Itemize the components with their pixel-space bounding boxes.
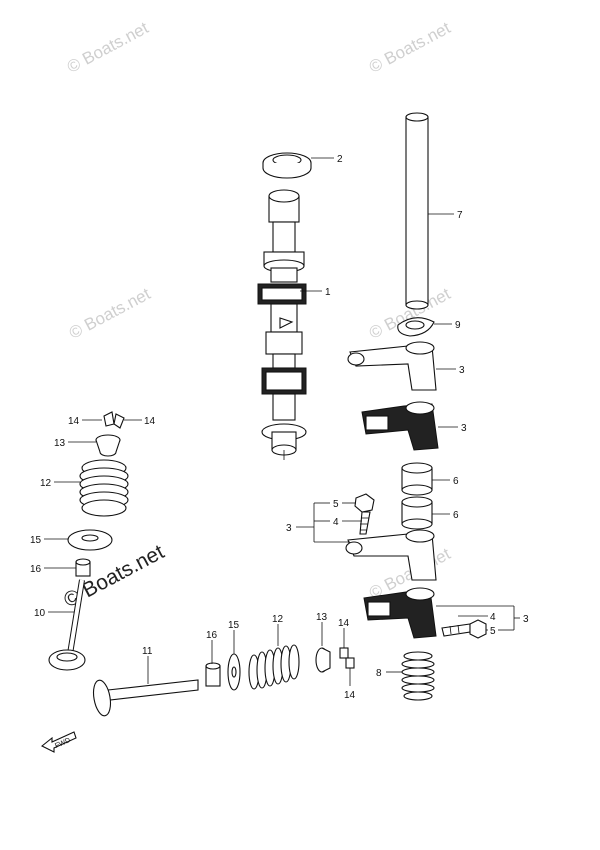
retainer-left-part[interactable] xyxy=(95,434,121,457)
callout-9: 9 xyxy=(455,320,461,331)
callout-14-c: 14 xyxy=(338,618,350,629)
callout-13-b: 13 xyxy=(316,612,328,623)
callout-5-b: 5 xyxy=(490,626,496,637)
callout-15-a: 15 xyxy=(30,535,42,546)
spring-seat-lower-part[interactable] xyxy=(227,653,241,691)
spacer-1-part[interactable] xyxy=(401,462,433,496)
callout-3-c: 3 xyxy=(286,523,292,534)
rocker-arm-1-part[interactable] xyxy=(347,341,437,391)
valve-spring-lower-part[interactable] xyxy=(248,644,300,690)
callout-6-a: 6 xyxy=(453,476,459,487)
leader-lines xyxy=(44,157,520,686)
callout-16-b: 16 xyxy=(206,630,218,641)
retainer-lower-part[interactable] xyxy=(315,647,331,673)
intake-valve-part[interactable] xyxy=(48,579,86,671)
camshaft-part[interactable] xyxy=(257,189,307,460)
rocker-shaft-part[interactable] xyxy=(405,112,429,310)
spring-seat-left-part[interactable] xyxy=(67,529,113,551)
callout-14-d: 14 xyxy=(344,690,356,701)
callout-4-a: 4 xyxy=(333,517,339,528)
exhaust-valve-part[interactable] xyxy=(91,679,199,717)
callout-8: 8 xyxy=(376,668,382,679)
callout-14-b: 14 xyxy=(144,416,156,427)
adjuster-screw-lower-part[interactable] xyxy=(441,623,471,637)
callout-3-d: 3 xyxy=(523,614,529,625)
callout-3-b: 3 xyxy=(461,423,467,434)
valve-spring-left-part[interactable] xyxy=(79,459,129,517)
stem-seal-left-part[interactable] xyxy=(75,558,91,577)
callout-14-a: 14 xyxy=(68,416,80,427)
callout-3-a: 3 xyxy=(459,365,465,376)
forward-label: FWD xyxy=(54,737,71,750)
callout-16-a: 16 xyxy=(30,564,42,575)
adjuster-nut-lower-part[interactable] xyxy=(469,619,487,639)
stem-seal-lower-part[interactable] xyxy=(205,662,221,687)
oil-seal-part[interactable] xyxy=(262,152,312,179)
callout-7: 7 xyxy=(457,210,463,221)
forward-arrow-icon: FWD xyxy=(40,731,77,753)
callout-5-a: 5 xyxy=(333,499,339,510)
spacer-2-part[interactable] xyxy=(401,496,433,530)
callout-15-b: 15 xyxy=(228,620,240,631)
callout-12-b: 12 xyxy=(272,614,284,625)
callout-13-a: 13 xyxy=(54,438,66,449)
callout-labels: 2 1 7 9 3 3 6 6 5 4 3 4 5 3 8 14 14 13 1… xyxy=(30,154,529,701)
adjuster-nut-upper-part[interactable] xyxy=(354,493,375,513)
rocker-arm-3-part[interactable] xyxy=(345,529,437,581)
adjuster-screw-upper-part[interactable] xyxy=(359,511,371,535)
shaft-plate-part[interactable] xyxy=(397,317,435,337)
callout-12-a: 12 xyxy=(40,478,52,489)
valve-spring-right-part[interactable] xyxy=(401,651,435,701)
callout-1: 1 xyxy=(325,287,331,298)
rocker-arm-4-part[interactable] xyxy=(363,587,437,639)
rocker-arm-2-part[interactable] xyxy=(361,401,439,451)
callout-2: 2 xyxy=(337,154,343,165)
callout-6-b: 6 xyxy=(453,510,459,521)
cotter-pair-lower-part[interactable] xyxy=(339,647,355,669)
callout-4-b: 4 xyxy=(490,612,496,623)
cotter-pair-left-part[interactable] xyxy=(103,411,125,429)
callout-11: 11 xyxy=(142,646,153,657)
callout-10: 10 xyxy=(34,608,46,619)
